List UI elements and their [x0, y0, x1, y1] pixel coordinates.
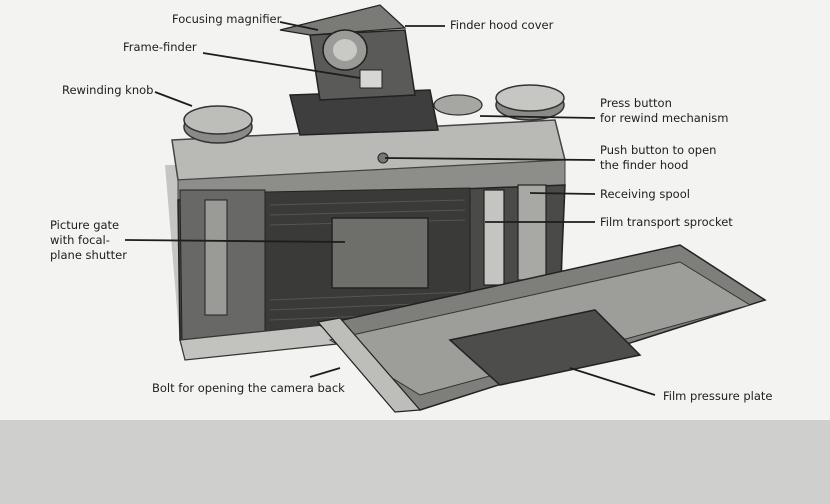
bottom-band	[0, 420, 830, 504]
label-focusing-magnifier: Focusing magnifier	[172, 12, 281, 27]
label-line: plane shutter	[50, 248, 127, 263]
label-bolt-camera-back: Bolt for opening the camera back	[152, 381, 345, 396]
label-line: Press button	[600, 96, 728, 111]
label-line: Picture gate	[50, 218, 127, 233]
label-line: the finder hood	[600, 158, 716, 173]
label-line: Push button to open	[600, 143, 716, 158]
label-line: with focal-	[50, 233, 127, 248]
label-push-button-finder: Push button to open the finder hood	[600, 143, 716, 173]
label-rewinding-knob: Rewinding knob	[62, 83, 153, 98]
label-line: for rewind mechanism	[600, 111, 728, 126]
label-press-button-rewind: Press button for rewind mechanism	[600, 96, 728, 126]
label-receiving-spool: Receiving spool	[600, 187, 690, 202]
label-frame-finder: Frame-finder	[123, 40, 197, 55]
label-film-pressure-plate: Film pressure plate	[663, 389, 772, 404]
label-picture-gate: Picture gate with focal- plane shutter	[50, 218, 127, 263]
label-finder-hood-cover: Finder hood cover	[450, 18, 553, 33]
label-film-transport-sprocket: Film transport sprocket	[600, 215, 733, 230]
